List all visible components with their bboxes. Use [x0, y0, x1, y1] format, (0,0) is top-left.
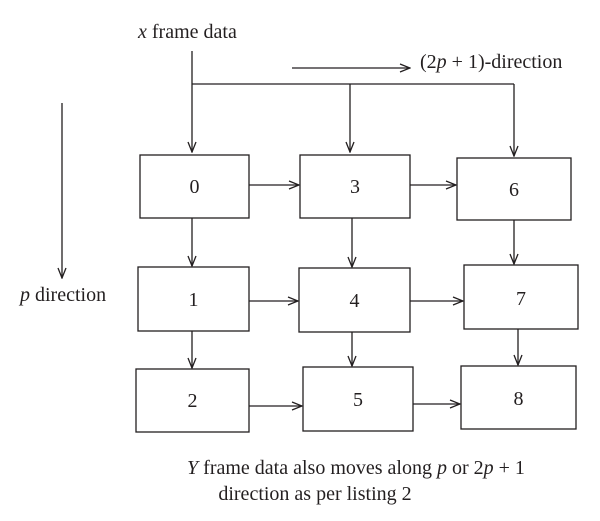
node-0-label: 0 [190, 176, 200, 198]
node-6-label: 6 [509, 179, 519, 201]
node-1-box [137, 266, 250, 332]
node-8-box [460, 365, 577, 430]
p-direction-label: p direction [18, 284, 106, 306]
direction-2p1-label: (2p + 1)-direction [420, 51, 562, 73]
caption-line-1: Y frame data also moves along p or 2p + … [187, 457, 525, 479]
node-1-label: 1 [189, 289, 199, 311]
x-frame-data-label: x frame data [137, 21, 237, 43]
node-7-label: 7 [516, 288, 526, 310]
caption-line-2: direction as per listing 2 [218, 483, 411, 505]
node-2-label: 2 [188, 390, 198, 412]
node-3-box [299, 154, 411, 219]
node-4-box [298, 267, 411, 333]
node-8-label: 8 [514, 388, 524, 410]
node-4-label: 4 [350, 290, 360, 312]
node-6-box [456, 157, 572, 221]
node-5-box [302, 366, 414, 432]
node-7-box [463, 264, 579, 330]
node-2-box [135, 368, 250, 433]
node-0-box [139, 154, 250, 219]
node-3-label: 3 [350, 176, 360, 198]
node-5-label: 5 [353, 389, 363, 411]
